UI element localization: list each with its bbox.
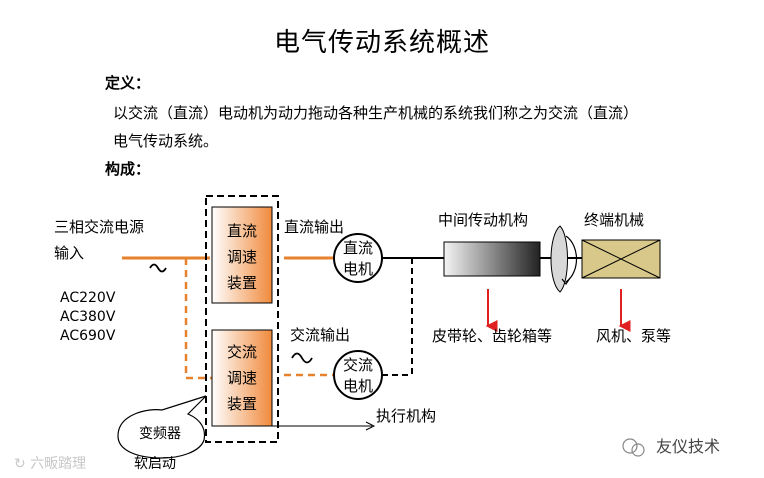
- power-source-label: 三相交流电源: [54, 218, 144, 236]
- ac-unit-label: 调速: [227, 369, 257, 387]
- dc-unit-label: 直流: [227, 222, 257, 240]
- dc-unit-label: 装置: [227, 274, 257, 292]
- intermediate-mechanism-box: [443, 241, 541, 277]
- ac-symbol: [291, 352, 313, 364]
- wechat-icon: [622, 438, 638, 454]
- ac-unit-label: 交流: [227, 343, 257, 361]
- right-watermark: 友仪技术: [656, 437, 720, 456]
- wechat-icon: [631, 443, 645, 457]
- soft-start-label: 软启动: [134, 456, 176, 472]
- ac-motor-label: 电机: [343, 377, 373, 395]
- ac-unit-label: 装置: [227, 395, 257, 413]
- ac-symbol: [149, 263, 167, 273]
- actuator-arrow: [365, 421, 376, 431]
- dc-motor-label: 直流: [343, 239, 373, 257]
- dc-output-label: 直流输出: [284, 218, 344, 236]
- ac-motor-label: 交流: [343, 356, 373, 374]
- dc-unit-label: 调速: [227, 248, 257, 266]
- dc-speed-control-unit: [211, 206, 273, 304]
- rotation-icon: [550, 225, 568, 293]
- intermediate-mechanism-label: 中间传动机构: [438, 211, 528, 229]
- voltage-label: AC380V: [60, 309, 116, 325]
- intermediate-examples-label: 皮带轮、齿轮箱等: [432, 327, 552, 345]
- terminal-machinery-label: 终端机械: [584, 211, 644, 229]
- definition-heading: 定义：: [105, 74, 151, 92]
- terminal-machinery-cross: [581, 239, 661, 279]
- dc-motor-label: 电机: [343, 260, 373, 278]
- voltage-label: AC220V: [60, 290, 116, 306]
- power-source-input-label: 输入: [54, 244, 84, 262]
- terminal-examples-label: 风机、泵等: [596, 327, 671, 345]
- voltage-label: AC690V: [60, 328, 116, 344]
- left-watermark: ↻ 六畈踏理: [14, 456, 86, 472]
- inverter-label: 变频器: [139, 426, 181, 442]
- rotation-arrowhead-icon: [561, 277, 571, 286]
- ac-output-label: 交流输出: [290, 326, 350, 344]
- ac-speed-control-unit: [211, 329, 273, 427]
- actuator-label: 执行机构: [376, 407, 436, 425]
- composition-heading: 构成：: [105, 160, 151, 178]
- speed-units-enclosure: [205, 195, 279, 443]
- definition-text-line2: 电气传动系统。: [113, 132, 219, 150]
- page-title: 电气传动系统概述: [273, 28, 490, 58]
- definition-text-line1: 以交流（直流）电动机为动力拖动各种生产机械的系统我们称之为交流（直流）: [113, 104, 639, 122]
- inverter-callout: [117, 395, 207, 459]
